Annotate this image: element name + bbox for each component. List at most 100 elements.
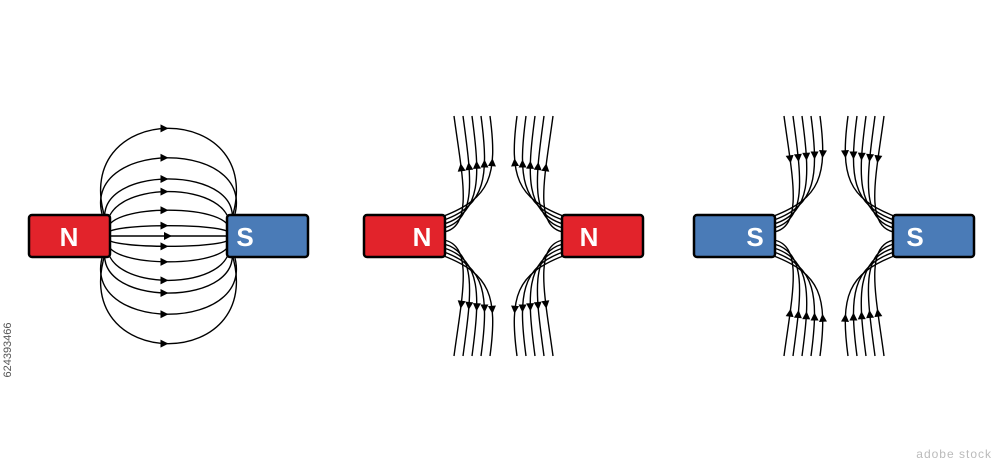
south-south-repulsion-panel xyxy=(773,115,895,357)
field-line xyxy=(443,247,478,357)
field-line xyxy=(104,240,233,294)
field-line xyxy=(773,255,824,357)
field-arrow xyxy=(810,151,819,160)
pole-label: N xyxy=(60,222,79,252)
field-arrow xyxy=(849,151,858,160)
field-arrow xyxy=(541,300,550,309)
field-line xyxy=(536,243,564,357)
magnet-s-right-3: S xyxy=(891,213,976,259)
field-arrow xyxy=(164,232,172,240)
field-arrow xyxy=(849,312,858,321)
field-line xyxy=(107,236,230,248)
field-line xyxy=(99,157,238,230)
field-line xyxy=(99,242,238,315)
field-arrow xyxy=(160,206,169,215)
field-line xyxy=(844,255,895,357)
attraction-panel xyxy=(99,124,238,348)
field-line xyxy=(107,224,230,236)
field-line xyxy=(543,239,564,357)
magnet-n-left-2: N xyxy=(362,213,447,259)
field-line xyxy=(443,115,464,233)
field-line xyxy=(443,115,471,229)
field-line xyxy=(860,247,895,357)
field-arrow xyxy=(841,149,849,159)
field-arrow xyxy=(472,160,481,169)
field-arrow xyxy=(785,154,794,164)
pole-label: S xyxy=(906,222,923,252)
field-line xyxy=(443,115,478,225)
field-line xyxy=(867,115,895,229)
field-arrow xyxy=(785,308,794,318)
magnet-s-right-1: S xyxy=(225,213,310,259)
pole-label: S xyxy=(746,222,763,252)
field-arrow xyxy=(874,154,883,164)
field-line xyxy=(536,115,564,229)
field-line xyxy=(773,115,816,221)
field-arrow xyxy=(533,162,542,171)
field-arrow xyxy=(457,163,466,172)
field-line xyxy=(513,255,564,357)
field-line xyxy=(104,178,233,232)
field-arrow xyxy=(160,339,169,348)
field-line xyxy=(860,115,895,225)
field-arrow xyxy=(511,305,520,314)
field-arrow xyxy=(526,160,535,169)
field-arrow xyxy=(819,313,827,323)
watermark: adobe stock xyxy=(916,447,992,461)
field-line xyxy=(100,245,237,345)
field-arrow xyxy=(518,304,527,313)
field-line xyxy=(521,115,564,221)
field-line xyxy=(443,115,486,221)
field-line xyxy=(773,115,801,229)
field-line xyxy=(867,243,895,357)
field-arrow xyxy=(526,303,535,312)
pole-label: N xyxy=(413,222,432,252)
field-arrow xyxy=(480,304,489,313)
field-line xyxy=(443,251,486,357)
field-arrow xyxy=(457,300,466,309)
pole-label: N xyxy=(580,222,599,252)
field-arrow xyxy=(160,276,169,285)
field-arrow xyxy=(793,309,802,319)
field-arrow xyxy=(160,187,169,196)
field-line xyxy=(844,115,895,217)
field-line xyxy=(106,209,231,235)
field-line xyxy=(773,115,794,233)
field-arrow xyxy=(472,303,481,312)
field-line xyxy=(773,115,824,217)
field-line xyxy=(773,115,808,225)
field-line xyxy=(852,251,895,357)
field-arrow xyxy=(857,311,866,320)
field-line xyxy=(106,237,231,263)
pole-label: S xyxy=(236,222,253,252)
field-line xyxy=(543,115,564,233)
magnet-n-right-2: N xyxy=(560,213,645,259)
field-arrow xyxy=(487,305,496,314)
field-arrow xyxy=(841,313,849,323)
field-arrow xyxy=(802,152,811,161)
field-arrow xyxy=(819,149,827,159)
field-line xyxy=(874,115,895,233)
field-arrow xyxy=(533,301,542,310)
field-arrow xyxy=(802,311,811,320)
field-arrow xyxy=(874,308,883,318)
field-line xyxy=(100,127,237,227)
field-arrow xyxy=(160,289,169,298)
field-arrow xyxy=(465,162,474,171)
field-arrow xyxy=(160,153,169,162)
field-arrow xyxy=(160,242,169,251)
field-line xyxy=(874,239,895,357)
magnet-n-left-1: N xyxy=(27,213,112,259)
field-arrow xyxy=(541,163,550,172)
field-arrow xyxy=(160,310,169,319)
field-arrow xyxy=(160,221,169,230)
field-arrow xyxy=(793,153,802,163)
field-arrow xyxy=(160,257,169,266)
field-line xyxy=(443,243,471,357)
field-arrow xyxy=(465,301,474,310)
field-line xyxy=(852,115,895,221)
field-arrow xyxy=(160,174,169,183)
field-line xyxy=(106,239,231,281)
field-arrow xyxy=(518,159,527,168)
field-line xyxy=(529,115,564,225)
